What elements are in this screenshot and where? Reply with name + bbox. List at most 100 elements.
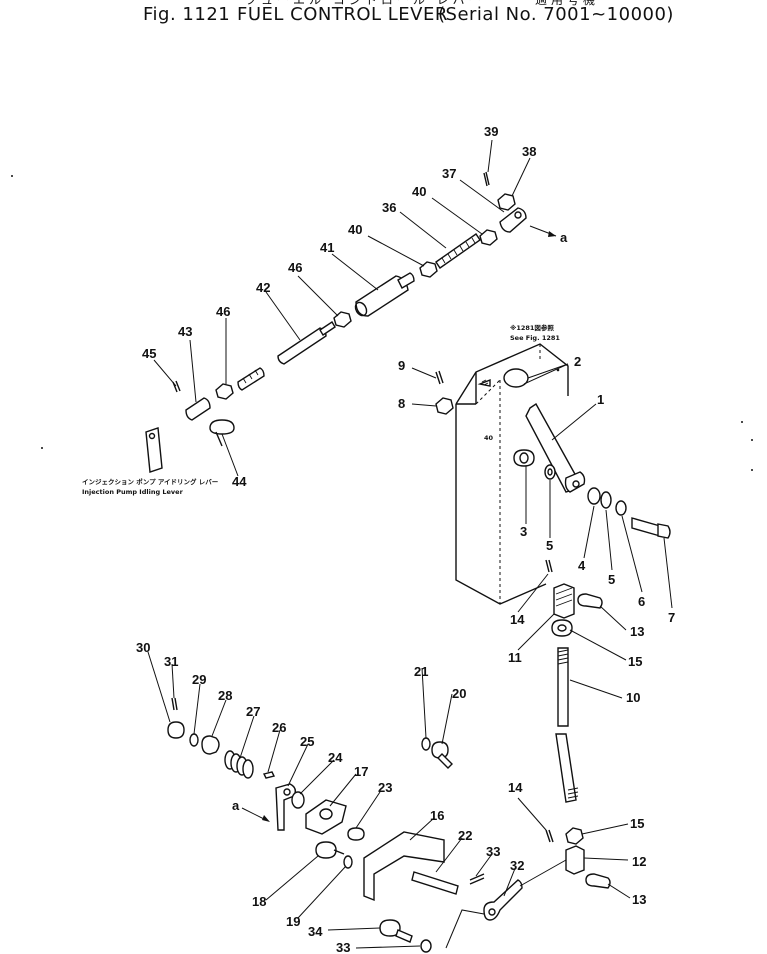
label-26: 26	[272, 720, 286, 735]
figure-number: Fig. 1121	[143, 4, 231, 25]
japanese-serial-partial: 適用号機	[535, 0, 600, 7]
label-10: 10	[626, 690, 640, 705]
label-28: 28	[218, 688, 232, 703]
label-25: 25	[300, 734, 314, 749]
part-number-labels: 1 2 3 4 5 5 6 7 8 9 10 11 12 13 13 14 14…	[136, 124, 675, 954]
label-36: 36	[382, 200, 396, 215]
label-33-upper: 33	[486, 844, 500, 859]
label-30: 30	[136, 640, 150, 655]
injection-lever-note-jp: インジェクション ポンプ アイドリング レバー	[82, 477, 218, 486]
part-29-washer	[189, 733, 199, 747]
part-5-washer-right	[600, 491, 612, 509]
part-12-joint-block	[565, 845, 585, 875]
part-1-lever	[525, 402, 586, 493]
part-3-bushing	[513, 449, 535, 467]
part-13-bolt-upper	[577, 593, 603, 609]
label-23: 23	[378, 780, 392, 795]
part-37-yoke	[499, 207, 527, 233]
part-34-bolt	[379, 919, 413, 943]
part-18-bolt	[315, 841, 345, 859]
part-33-pin-upper	[469, 873, 485, 885]
part-43-yoke	[185, 397, 211, 421]
label-21: 21	[414, 664, 428, 679]
part-32-lever	[483, 879, 523, 921]
part-38-nut	[497, 193, 516, 211]
label-11: 11	[508, 650, 522, 665]
part-33-washer-lower	[420, 939, 432, 953]
label-22: 22	[458, 828, 472, 843]
label-18: 18	[252, 894, 266, 909]
part-16-bracket	[363, 831, 445, 902]
label-42: 42	[256, 280, 270, 295]
part-40-nut-upper	[479, 229, 498, 246]
japanese-title-partial: フューエル コントロール レバー	[245, 0, 485, 7]
part-14-pin-upper	[545, 559, 553, 573]
label-44: 44	[232, 474, 247, 489]
part-23-nut	[347, 827, 365, 841]
part-20-bolt	[431, 741, 453, 769]
part-21-washer	[421, 737, 431, 751]
label-31: 31	[164, 654, 178, 669]
part-25-lever	[275, 783, 297, 831]
part-46-nut-lower	[215, 383, 234, 400]
see-fig-note-jp: ※1281図参照	[510, 323, 554, 332]
leader-lines	[147, 139, 673, 949]
label-37: 37	[442, 166, 456, 181]
label-43: 43	[178, 324, 192, 339]
part-7-bolt	[631, 517, 671, 539]
label-19: 19	[286, 914, 300, 929]
label-40-upper: 40	[412, 184, 426, 199]
part-44-clevis-pin	[209, 419, 235, 435]
part-36-stud	[435, 233, 481, 269]
part-45-cotter-pin	[172, 380, 181, 393]
part-4-spring-washer	[587, 487, 601, 505]
label-27: 27	[246, 704, 260, 719]
label-38: 38	[522, 144, 536, 159]
part-15-nut-upper	[551, 619, 573, 637]
label-16: 16	[430, 808, 444, 823]
part-39-cotter-pin	[483, 171, 490, 187]
label-15-upper: 15	[628, 654, 642, 669]
part-30-nut	[167, 721, 185, 739]
part-17-bracket	[305, 799, 347, 835]
label-8: 8	[398, 396, 405, 411]
part-6-washer	[615, 500, 627, 516]
serial-range: (Serial No. 7001~10000)	[438, 4, 674, 25]
label-46-lower: 46	[216, 304, 230, 319]
label-1: 1	[597, 392, 604, 407]
label-34: 34	[308, 924, 323, 939]
part-15-nut-lower	[565, 827, 584, 845]
part-41-turnbuckle	[355, 275, 409, 317]
part-42-rod	[277, 327, 327, 365]
arrow-label-a-lower: a	[232, 798, 240, 813]
label-45: 45	[142, 346, 156, 361]
label-41: 41	[320, 240, 334, 255]
label-15-lower: 15	[630, 816, 644, 831]
label-32: 32	[510, 858, 524, 873]
part-10-rod	[555, 647, 579, 803]
part-22-shaft	[411, 871, 459, 895]
part-8-nut	[435, 397, 454, 415]
label-2: 2	[574, 354, 581, 369]
mark-40-on-console: 40	[484, 434, 494, 442]
part-19-washer	[343, 855, 353, 869]
label-14-upper: 14	[510, 612, 525, 627]
upper-rod-assembly	[145, 171, 557, 473]
part-40-nut-lower	[419, 261, 438, 278]
figure-header: フューエル コントロール レバー 適用号機 Fig. 1121 FUEL CON…	[0, 0, 767, 34]
see-fig-note-en: See Fig. 1281	[510, 334, 560, 342]
part-28-collar	[201, 735, 220, 755]
part-14-pin-lower	[545, 829, 554, 843]
label-29: 29	[192, 672, 206, 687]
label-33-lower: 33	[336, 940, 350, 954]
label-12: 12	[632, 854, 646, 869]
part-13-bolt-lower	[585, 873, 611, 889]
part-42-threaded-end	[237, 367, 265, 391]
part-31-cotter-pin	[171, 697, 178, 711]
label-24: 24	[328, 750, 343, 765]
figure-title: FUEL CONTROL LEVER	[237, 4, 448, 25]
part-5-washer-left	[544, 464, 556, 480]
label-6: 6	[638, 594, 645, 609]
label-20: 20	[452, 686, 466, 701]
